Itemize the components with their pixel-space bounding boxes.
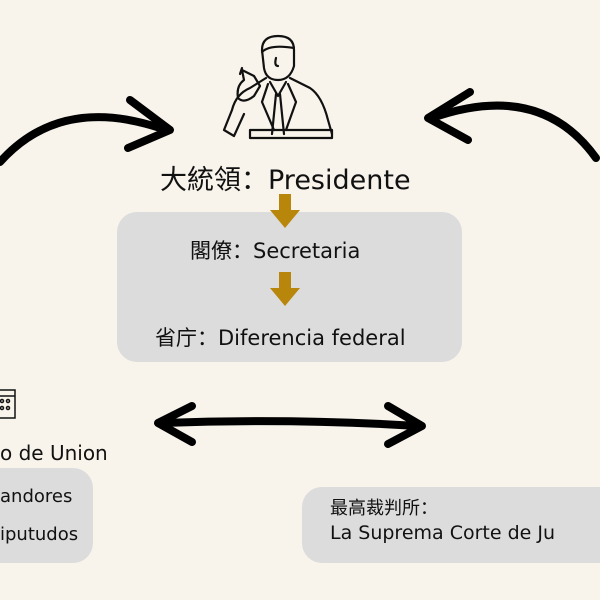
congress-item: andores — [0, 486, 73, 507]
congress-title: o de Union — [0, 441, 108, 465]
congress-box — [0, 468, 93, 563]
building-icon — [0, 389, 16, 419]
court-name: La Suprema Corte de Ju — [330, 522, 556, 544]
dependencia-label: 省庁：Diferencia federal — [155, 326, 406, 350]
court-title: 最高裁判所： — [330, 498, 438, 519]
down-arrow-icon — [270, 194, 300, 228]
secretaria-label: 閣僚：Secretaria — [190, 239, 361, 263]
congress-item: iputudos — [0, 524, 79, 545]
president-label: 大統領：Presidente — [160, 165, 411, 196]
down-arrow-icon — [270, 272, 300, 306]
court-box — [302, 487, 600, 563]
president-podium-illustration — [222, 34, 334, 140]
